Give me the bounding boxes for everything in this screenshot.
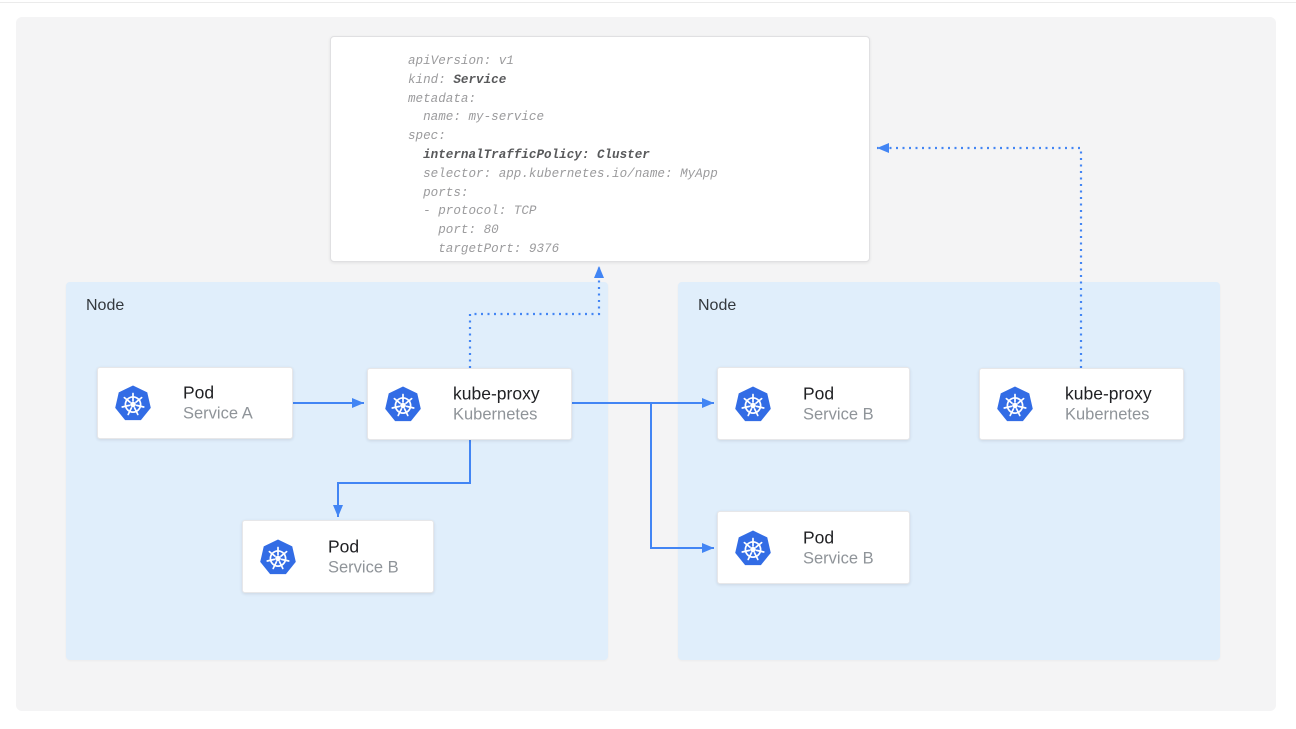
- card-title: kube-proxy: [1065, 383, 1152, 405]
- node-box-right: Node: [678, 282, 1220, 660]
- card-title: Pod: [803, 526, 874, 548]
- yaml-code: apiVersion: v1kind: Servicemetadata: nam…: [331, 37, 869, 259]
- node-box-left: Node: [66, 282, 608, 660]
- kubernetes-icon: [384, 385, 422, 423]
- card-pod-service-a: Pod Service A: [97, 367, 293, 439]
- card-kube-proxy-left: kube-proxy Kubernetes: [367, 368, 572, 440]
- node-label: Node: [698, 296, 736, 315]
- card-title: Pod: [803, 382, 874, 404]
- top-divider: [0, 2, 1296, 3]
- card-pod-service-b-left: Pod Service B: [242, 520, 434, 593]
- card-subtitle: Kubernetes: [1065, 405, 1152, 426]
- card-subtitle: Service B: [803, 404, 874, 425]
- kubernetes-icon: [114, 384, 152, 422]
- card-subtitle: Service A: [183, 404, 253, 425]
- card-kube-proxy-right: kube-proxy Kubernetes: [979, 368, 1184, 440]
- node-label: Node: [86, 296, 124, 315]
- service-yaml-card: apiVersion: v1kind: Servicemetadata: nam…: [330, 36, 870, 262]
- card-subtitle: Service B: [328, 557, 399, 578]
- card-pod-service-b-right-bottom: Pod Service B: [717, 511, 910, 584]
- card-subtitle: Service B: [803, 548, 874, 569]
- card-pod-service-b-right-top: Pod Service B: [717, 367, 910, 440]
- card-title: kube-proxy: [453, 383, 540, 405]
- kubernetes-icon: [996, 385, 1034, 423]
- card-subtitle: Kubernetes: [453, 405, 540, 426]
- kubernetes-icon: [259, 538, 297, 576]
- card-title: Pod: [328, 535, 399, 557]
- card-title: Pod: [183, 382, 253, 404]
- kubernetes-icon: [734, 529, 772, 567]
- kubernetes-icon: [734, 385, 772, 423]
